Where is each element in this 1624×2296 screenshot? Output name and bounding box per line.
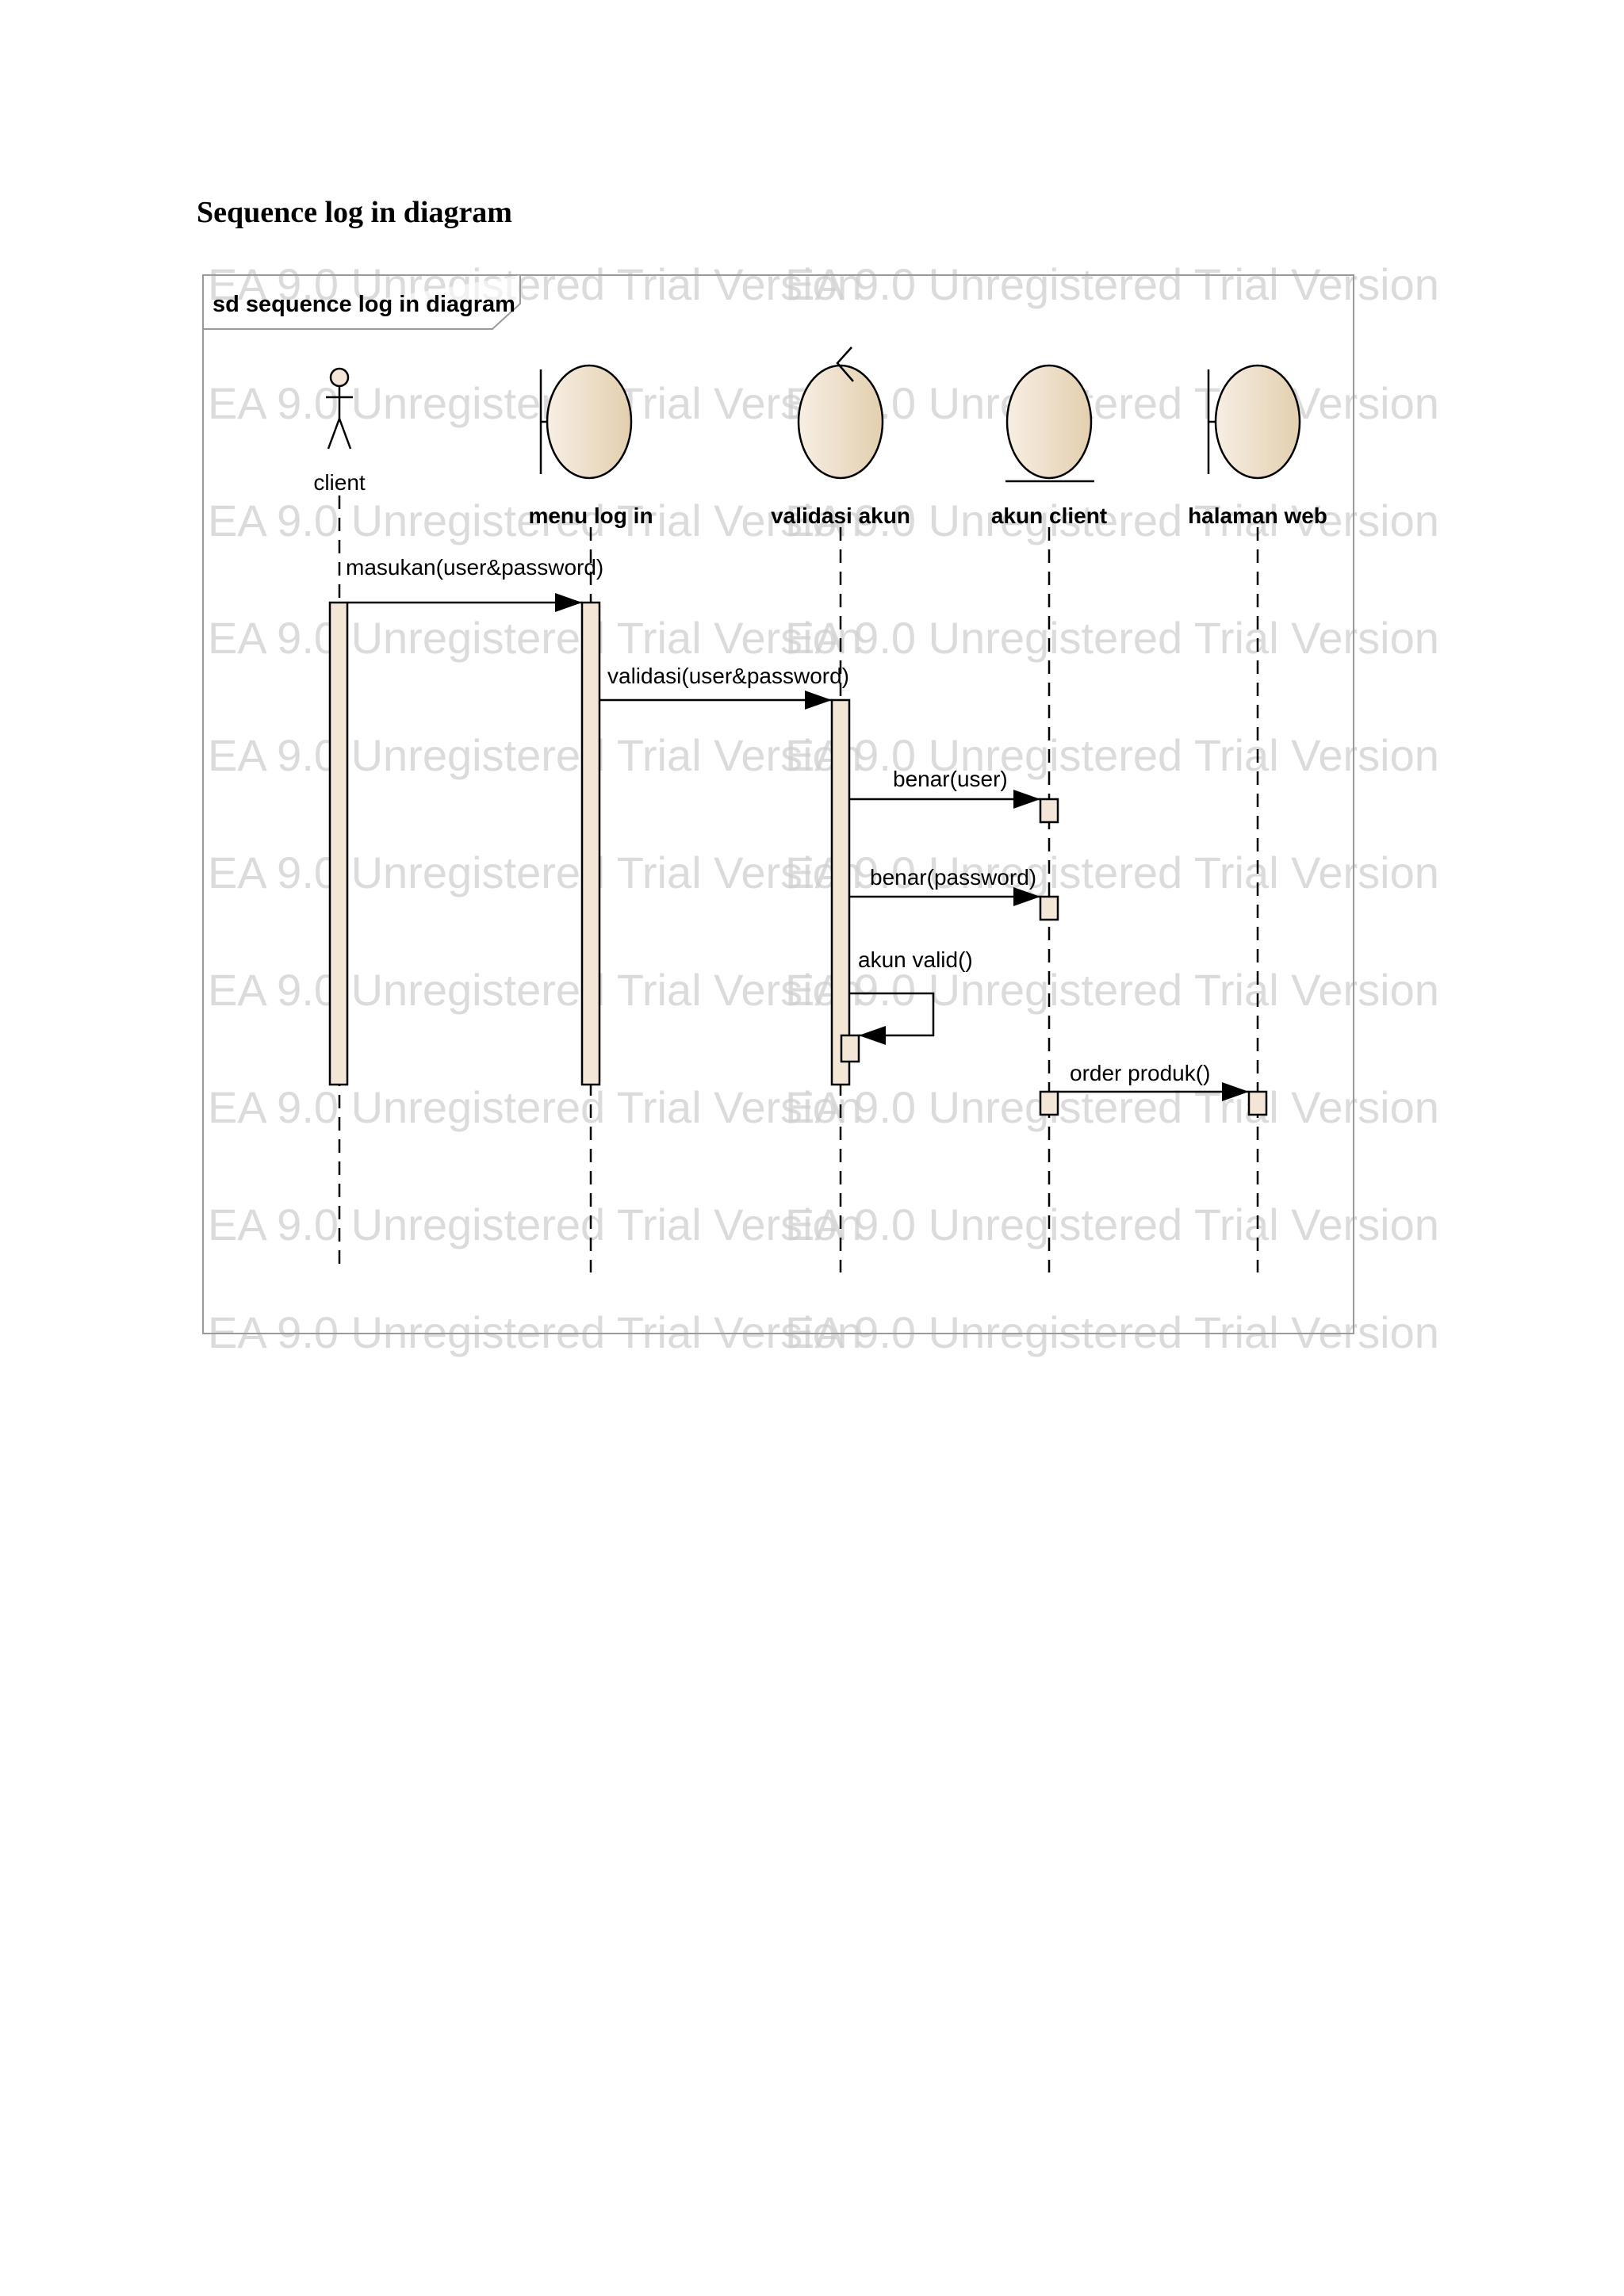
message-label: validasi(user&password) bbox=[607, 664, 849, 688]
watermark-text: EA 9.0 Unregistered Trial Version bbox=[208, 965, 862, 1015]
watermark-text: EA 9.0 Unregistered Trial Version bbox=[208, 730, 862, 780]
participant-label: akun client bbox=[991, 503, 1107, 528]
watermark-text: EA 9.0 Unregistered Trial Version bbox=[785, 1200, 1439, 1249]
participant-label: validasi akun bbox=[771, 503, 910, 528]
activation-akun-order bbox=[1039, 1090, 1059, 1116]
watermark-text: EA 9.0 Unregistered Trial Version bbox=[785, 1307, 1439, 1357]
entity-icon bbox=[1005, 364, 1094, 483]
control-icon bbox=[797, 346, 884, 480]
message-label: benar(user) bbox=[893, 767, 1008, 791]
page-heading: Sequence log in diagram bbox=[197, 196, 512, 229]
participant-akun-client: akun client bbox=[991, 364, 1107, 528]
activations bbox=[328, 601, 1268, 1116]
participant-label: client bbox=[313, 470, 366, 495]
message-label: benar(password) bbox=[870, 865, 1036, 890]
participant-halaman-web: halaman web bbox=[1188, 364, 1327, 528]
activation-client bbox=[328, 601, 349, 1086]
watermark-text: EA 9.0 Unregistered Trial Version bbox=[208, 848, 862, 897]
boundary-icon bbox=[1207, 364, 1301, 480]
watermark-text: EA 9.0 Unregistered Trial Version bbox=[208, 378, 862, 428]
messages: masukan(user&password) validasi(user&pas… bbox=[346, 555, 1249, 1101]
participant-label: halaman web bbox=[1188, 503, 1327, 528]
watermark-text: EA 9.0 Unregistered Trial Version bbox=[208, 1307, 862, 1357]
actor-icon bbox=[326, 367, 353, 450]
watermark-text: EA 9.0 Unregistered Trial Version bbox=[208, 613, 862, 663]
message-benar-user: benar(user) bbox=[849, 767, 1040, 809]
watermark-text: EA 9.0 Unregistered Trial Version bbox=[785, 613, 1439, 663]
participant-client: client bbox=[313, 367, 366, 495]
message-label: order produk() bbox=[1070, 1061, 1210, 1085]
watermark-text: EA 9.0 Unregistered Trial Version bbox=[785, 965, 1439, 1015]
watermark-text: EA 9.0 Unregistered Trial Version bbox=[785, 730, 1439, 780]
activation-validasi-self bbox=[840, 1034, 860, 1063]
message-label: akun valid() bbox=[858, 947, 973, 972]
activation-akun-password bbox=[1039, 895, 1059, 921]
participant-validasi-akun: validasi akun bbox=[771, 346, 910, 528]
participant-label: menu log in bbox=[528, 503, 653, 528]
watermark-text: EA 9.0 Unregistered Trial Version bbox=[785, 496, 1439, 545]
message-label: masukan(user&password) bbox=[346, 555, 603, 580]
diagram-frame bbox=[202, 274, 1354, 1334]
activation-validasi-akun bbox=[830, 698, 851, 1086]
boundary-icon bbox=[539, 364, 633, 480]
activation-menu-log-in bbox=[580, 601, 601, 1086]
watermark-text: EA 9.0 Unregistered Trial Version bbox=[208, 1200, 862, 1249]
watermark-text: EA 9.0 Unregistered Trial Version bbox=[208, 496, 862, 545]
message-benar-password: benar(password) bbox=[849, 865, 1040, 906]
frame-label-tab bbox=[203, 275, 521, 330]
activation-halaman-web bbox=[1247, 1090, 1268, 1116]
message-validasi: validasi(user&password) bbox=[599, 664, 849, 710]
participant-menu-log-in: menu log in bbox=[528, 364, 653, 528]
watermark-text: EA 9.0 Unregistered Trial Version bbox=[785, 259, 1439, 309]
message-akun-valid: akun valid() bbox=[849, 947, 973, 1045]
message-order-produk: order produk() bbox=[1058, 1061, 1249, 1101]
watermark-text: EA 9.0 Unregistered Trial Version bbox=[785, 848, 1439, 897]
watermark-text: EA 9.0 Unregistered Trial Version bbox=[785, 378, 1439, 428]
activation-akun-user bbox=[1039, 798, 1059, 824]
watermark-text: EA 9.0 Unregistered Trial Version bbox=[208, 259, 862, 309]
watermark-text: EA 9.0 Unregistered Trial Version bbox=[785, 1082, 1439, 1132]
watermark-text: EA 9.0 Unregistered Trial Version bbox=[208, 1082, 862, 1132]
message-masukan: masukan(user&password) bbox=[346, 555, 603, 612]
frame-label: sd sequence log in diagram bbox=[213, 292, 515, 317]
